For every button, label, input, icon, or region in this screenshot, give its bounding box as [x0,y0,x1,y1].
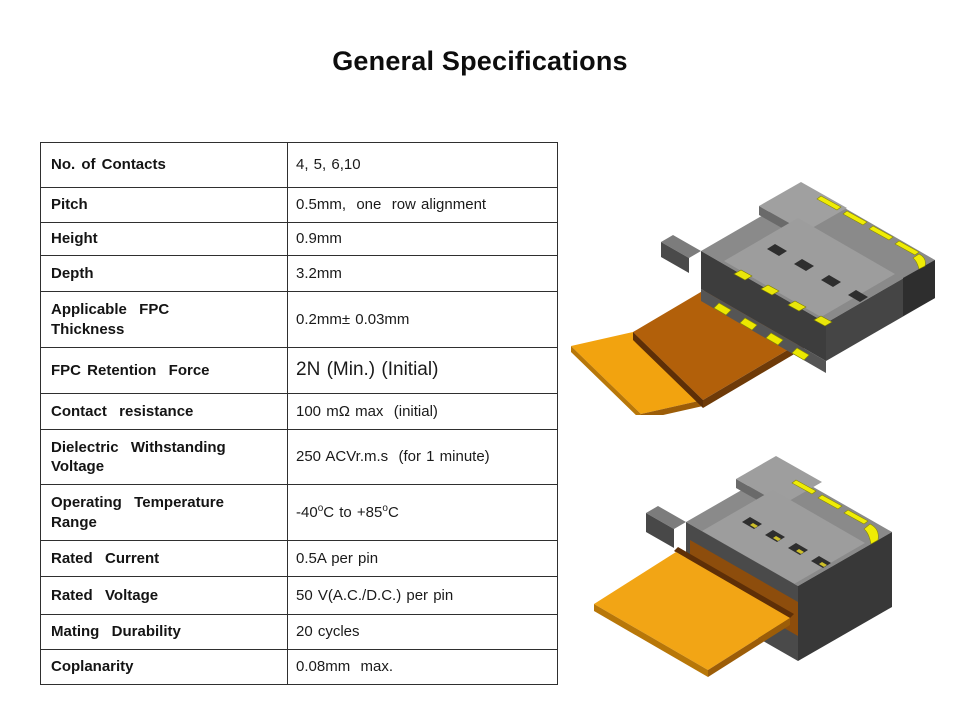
fpc-tail-edge2 [641,400,703,415]
housing-right-side [798,532,892,661]
spec-row: Operating Temperature Range-40oC to +85o… [40,484,558,541]
contact-strip [791,479,879,545]
spec-label: Contact resistance [40,393,288,430]
spec-value: 3.2mm [287,255,558,292]
connector-housing [661,182,935,373]
spec-label: Operating Temperature Range [40,484,288,541]
spec-label: Pitch [40,187,288,223]
spec-value: 250 ACVr.m.s (for 1 minute) [287,429,558,485]
spec-label: Height [40,222,288,256]
spec-label: FPC Retention Force [40,347,288,394]
spec-label: Rated Current [40,540,288,577]
spec-value: 2N (Min.) (Initial) [287,347,558,394]
spec-value: 50 V(A.C./D.C.) per pin [287,576,558,615]
spec-value: 0.5mm, one row alignment [287,187,558,223]
spec-label: Mating Durability [40,614,288,650]
housing-right-block [903,260,935,316]
value-superscript: o [317,502,324,514]
spec-label: Applicable FPC Thickness [40,291,288,348]
housing-back-plate [736,456,822,505]
connector-image-unmated [571,182,935,415]
contact-pads [733,269,833,327]
spec-label: Dielectric Withstanding Voltage [40,429,288,485]
fpc-cable [594,540,798,677]
fpc-ribbon-edge [594,604,708,677]
fpc-stiffener-edge2 [703,335,813,408]
fpc-ribbon-top [594,552,790,670]
value-superscript: o [382,502,388,514]
value-text: -40 [296,503,318,521]
fpc-tail-edge [571,346,641,415]
solder-feet [713,302,810,361]
spec-value: -40oC to +85oC [287,484,558,541]
lid-holes [742,517,831,568]
housing-left-ear [646,506,686,529]
value-text: C [387,503,399,521]
spec-value: 0.08mm max. [287,649,558,685]
spec-label: Depth [40,255,288,292]
fpc-ribbon-edge2 [708,618,790,677]
value-text: C to +85 [323,503,383,521]
spec-value: 0.2mm± 0.03mm [287,291,558,348]
page-title: General Specifications [332,46,628,76]
spec-label: No. of Contacts [40,142,288,188]
housing-left-ear-side [661,242,689,273]
fpc-tail-top [571,332,703,414]
spec-value: 0.9mm [287,222,558,256]
spec-label: Coplanarity [40,649,288,685]
lid-holes [767,244,868,302]
housing-front-side [701,251,826,361]
connector-image-mated [594,456,892,677]
spec-value: 20 cycles [287,614,558,650]
contact-strip [816,195,926,270]
spec-value: 0.5A per pin [287,540,558,577]
fpc-edge-line [674,547,794,618]
fpc-stiffener-edge [633,332,703,408]
spec-value: 4, 5, 6,10 [287,142,558,188]
spec-label: Rated Voltage [40,576,288,615]
housing-left-ear [661,235,701,258]
housing-back-plate [759,182,847,232]
housing-left-ear-side [646,513,674,548]
spec-value: 100 mΩ max (initial) [287,393,558,430]
